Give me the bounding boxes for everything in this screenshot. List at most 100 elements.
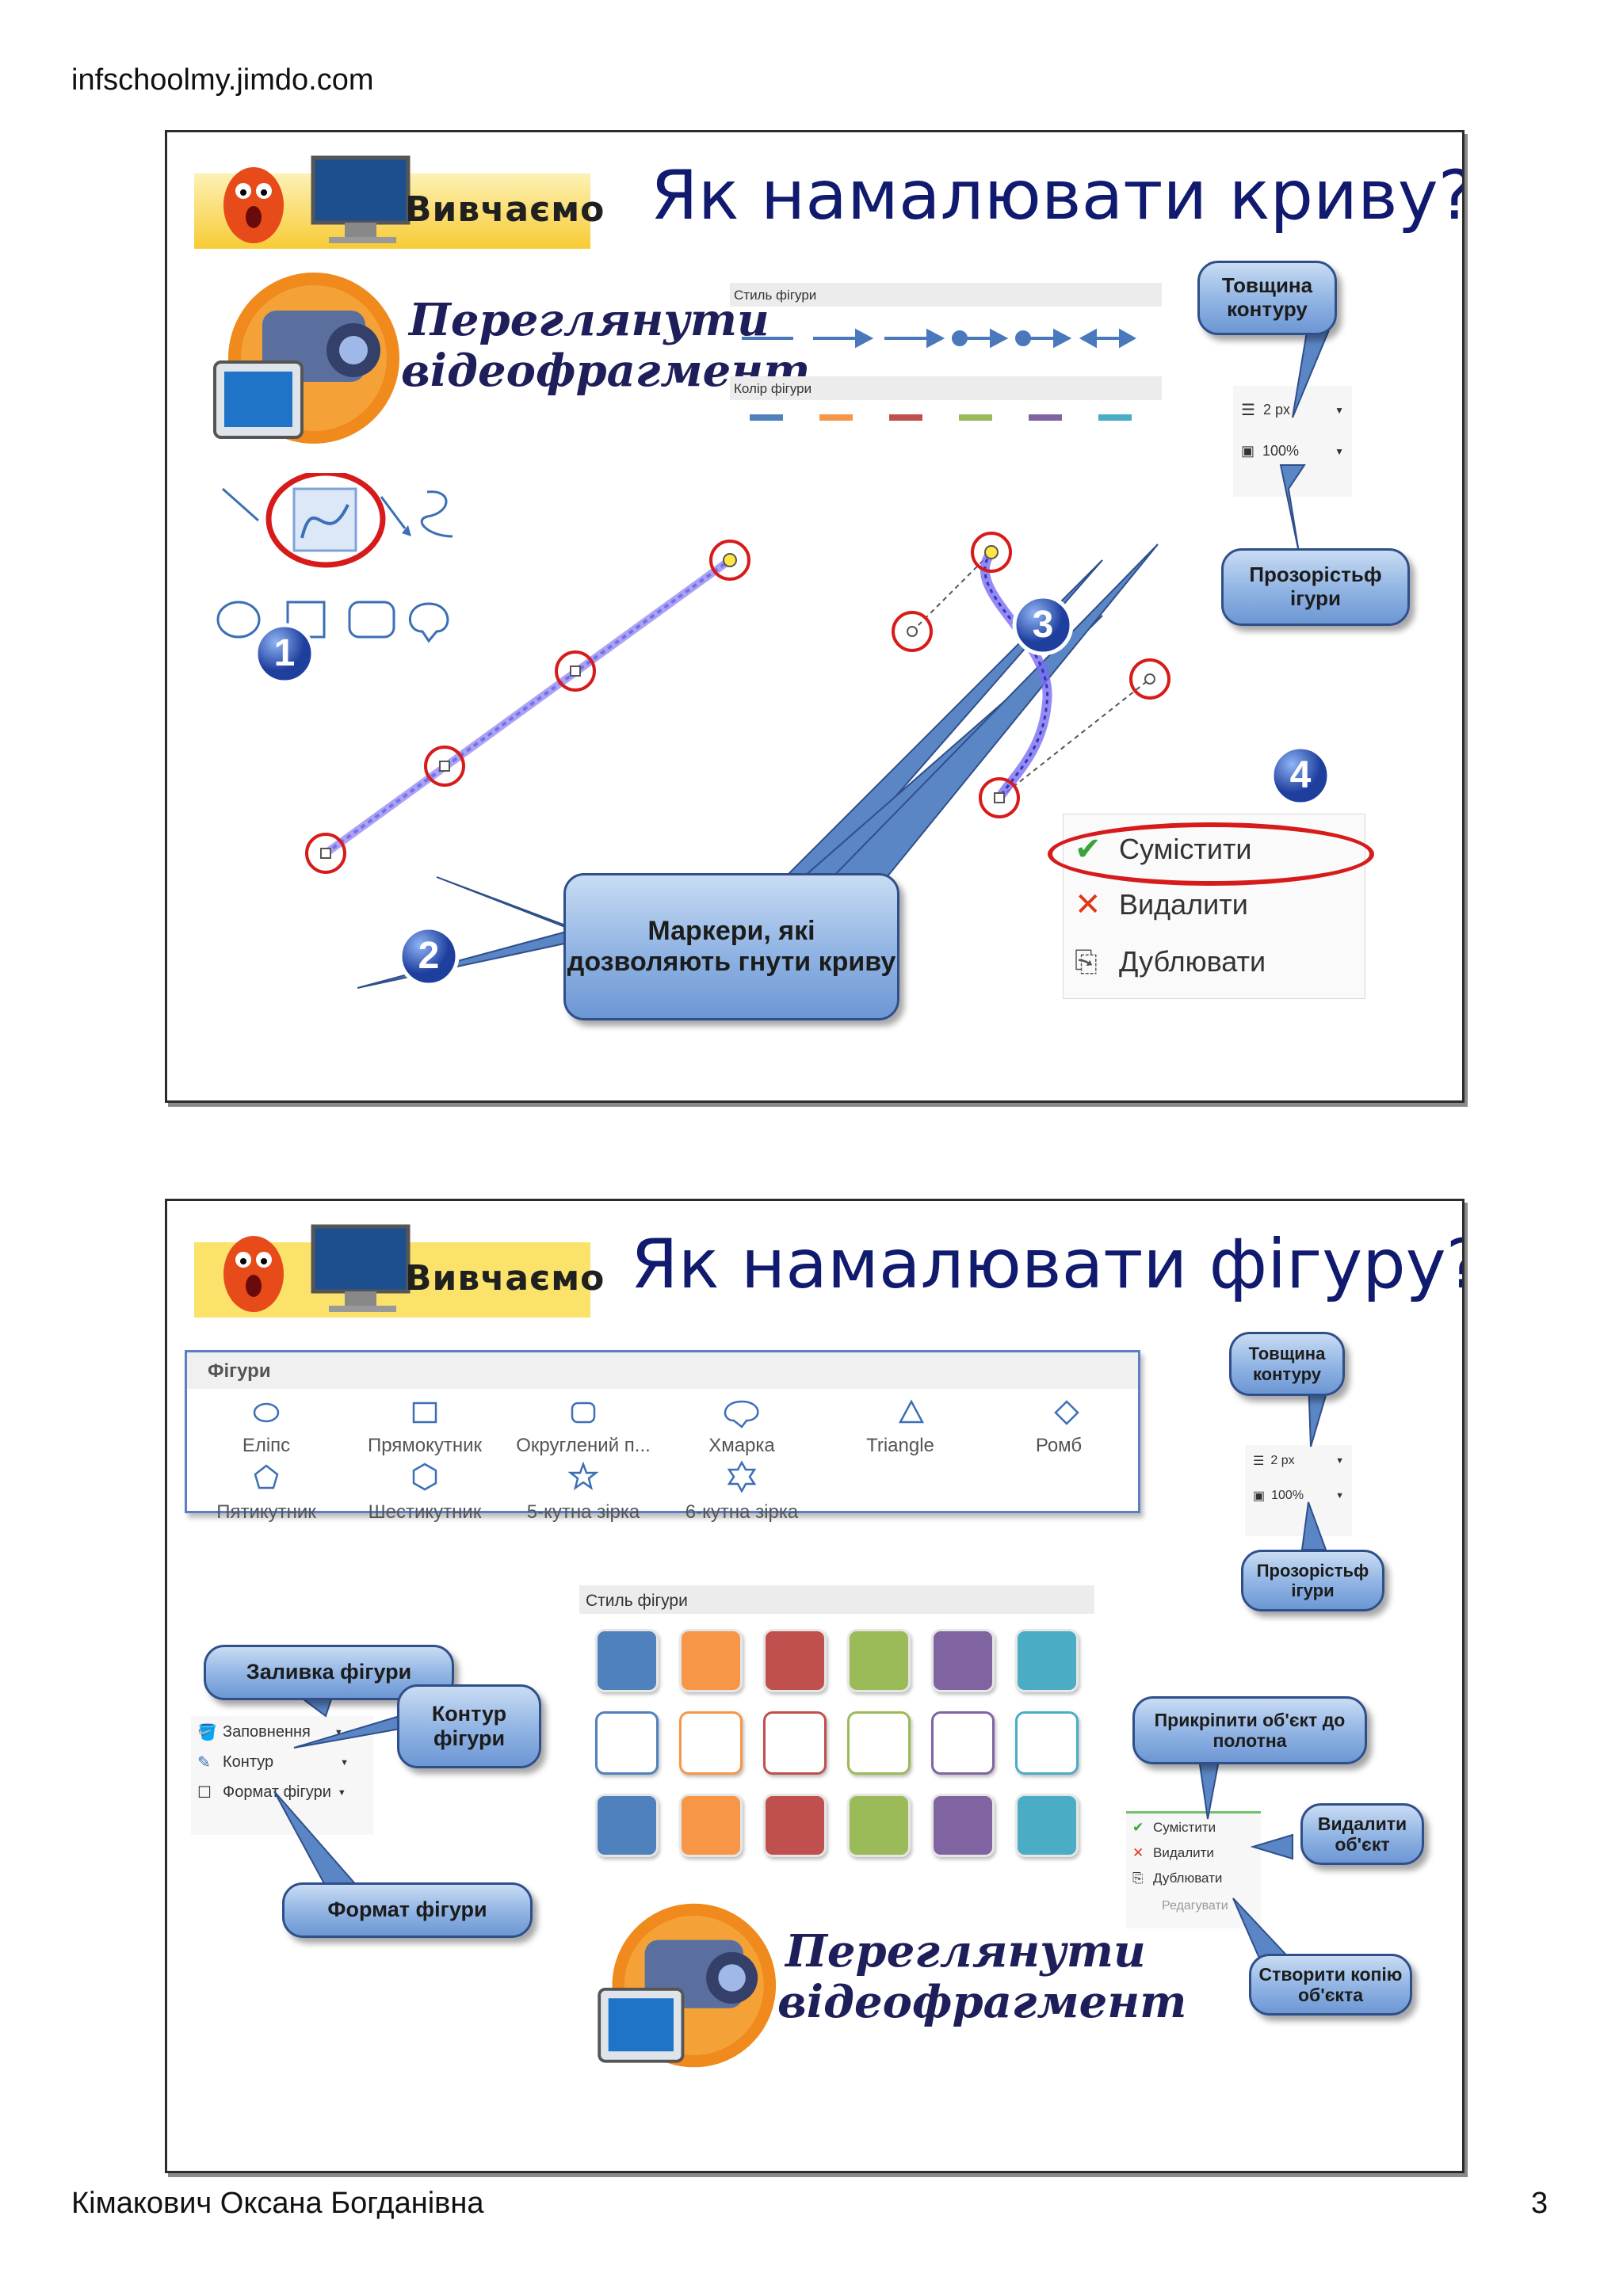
callout-attach: Прикріпити об'єкт до полотна [1132,1696,1367,1764]
style-swatch[interactable] [931,1711,995,1775]
check-icon: ✔ [1075,832,1102,867]
checkbox-icon: ☐ [197,1784,212,1802]
menu-combine-label: Сумістити [1119,833,1252,865]
dropdown-arrow-icon: ▼ [1335,404,1344,416]
style-swatch[interactable] [595,1711,659,1775]
duplicate-icon: ⎘ [1075,944,1098,978]
style-swatch[interactable] [931,1794,995,1857]
video-link[interactable]: Переглянути відеофрагмент [777,1926,1186,2028]
style-swatch[interactable] [763,1794,827,1857]
dropdown-arrow-icon: ▼ [1335,1456,1344,1466]
style-swatch[interactable] [763,1711,827,1775]
curve-tool-snippet[interactable] [215,473,484,655]
style-swatch[interactable] [595,1794,659,1857]
color-swatch[interactable] [750,414,783,421]
transparency-value: 100% [1271,1489,1304,1502]
style-swatch[interactable] [1015,1629,1079,1692]
page-number: 3 [1531,2187,1549,2220]
video-camera-icon[interactable] [207,267,413,449]
step-2: 2 [418,935,440,977]
thickness-control[interactable]: ☰ 2 px ▼ [1241,400,1344,420]
video-line-1: Переглянути [785,1925,1146,1978]
style-swatch[interactable] [847,1629,911,1692]
line-color-swatches[interactable] [734,411,1162,427]
style-swatches[interactable] [595,1629,1102,1875]
color-swatch[interactable] [1098,414,1132,421]
check-icon: ✔ [1132,1820,1144,1835]
shape-hexagon[interactable]: Шестикутник [368,1501,482,1523]
callout-copy: Створити копію об'єкта [1249,1954,1412,2016]
thickness-value: 2 px [1262,402,1290,418]
color-swatch[interactable] [819,414,853,421]
callout-transparency: Прозорістьф ігури [1221,548,1410,626]
site-url: infschoolmy.jimdo.com [71,63,374,97]
menu-delete[interactable]: ✕ Видалити [1075,887,1248,922]
transparency-control[interactable]: ▣ 100% ▼ [1253,1488,1344,1504]
step-3: 3 [1032,604,1054,646]
menu-format[interactable]: ☐ Формат фігури ▼ [197,1783,346,1802]
edit-group-label: Редагувати [1162,1899,1228,1913]
step-4: 4 [1289,754,1312,796]
style-swatch[interactable] [679,1794,743,1857]
format-menu: 🪣 Заповнення ▼ ✎ Контур ▼ ☐ Формат фігур… [191,1716,373,1835]
transparency-control[interactable]: ▣ 100% ▼ [1241,443,1344,460]
style-swatch[interactable] [679,1711,743,1775]
banner-label: Вивчаємо [405,189,605,230]
callout-thickness: Товщина контуру [1197,261,1337,335]
shape-cloud[interactable]: Хмарка [708,1435,775,1456]
color-swatch[interactable] [1029,414,1062,421]
menu-combine[interactable]: ✔ Сумістити [1075,832,1252,867]
callout-transparency: Прозорістьф ігури [1241,1550,1384,1611]
callout-pointers [273,1379,1332,1962]
step-1: 1 [273,632,296,674]
menu-combine[interactable]: ✔ Сумістити [1132,1820,1216,1836]
dropdown-arrow-icon: ▼ [1335,1491,1344,1501]
shape-rectangle[interactable]: Прямокутник [367,1435,483,1456]
style-swatch[interactable] [1015,1794,1079,1857]
menu-duplicate-label: Дублювати [1119,945,1266,978]
style-swatch[interactable] [679,1629,743,1692]
callout-format: Формат фігури [282,1882,533,1938]
shape-star-6[interactable]: 6-кутна зірка [685,1501,799,1523]
shape-triangle[interactable]: Triangle [866,1435,934,1456]
step-badges [254,594,1331,987]
dropdown-arrow-icon: ▼ [337,1787,346,1798]
menu-fill[interactable]: 🪣 Заповнення ▼ [197,1722,343,1742]
line-with-markers[interactable] [262,528,817,909]
style-swatch[interactable] [595,1629,659,1692]
style-swatch[interactable] [763,1629,827,1692]
author-name: Кімакович Оксана Богданівна [71,2187,484,2220]
shape-rounded-rect[interactable]: Округлений п... [516,1435,651,1456]
thickness-control[interactable]: ☰ 2 px ▼ [1253,1453,1344,1469]
style-swatch[interactable] [931,1629,995,1692]
shape-rhombus[interactable]: Ромб [1035,1435,1083,1456]
video-camera-icon[interactable] [591,1898,789,2073]
slide-shape: Вивчаємо Як намалювати фігуру? Фігури Ел… [165,1199,1465,2173]
callout-outline: Контур фігури [397,1684,541,1768]
style-swatch[interactable] [847,1794,911,1857]
dropdown-arrow-icon: ▼ [340,1757,349,1768]
shape-star-5[interactable]: 5-кутна зірка [526,1501,640,1523]
slide-title: Як намалювати фігуру? [631,1225,1465,1304]
color-swatch[interactable] [959,414,992,421]
color-panel-header [730,376,1162,400]
color-swatch[interactable] [889,414,922,421]
menu-duplicate[interactable]: ⎘ Дублювати [1075,944,1266,979]
menu-outline[interactable]: ✎ Контур ▼ [197,1753,349,1772]
color-panel-label: Колір фігури [734,381,812,396]
banner-label: Вивчаємо [405,1258,605,1299]
shape-ellipse[interactable]: Еліпс [242,1435,291,1456]
menu-delete[interactable]: ✕ Видалити [1132,1845,1214,1861]
menu-duplicate[interactable]: ⎘ Дублювати [1132,1871,1222,1886]
menu-delete-label: Видалити [1119,888,1248,921]
style-swatch[interactable] [1015,1711,1079,1775]
shape-pentagon[interactable]: Пятикутник [216,1501,316,1523]
shapes-header [187,1352,1138,1389]
duplicate-icon: ⎘ [1132,1871,1144,1886]
delete-icon: ✕ [1132,1845,1144,1860]
style-swatch[interactable] [847,1711,911,1775]
bezier-curve[interactable] [817,505,1324,869]
video-link[interactable]: Переглянути відеофрагмент [401,295,810,397]
menu-combine-label: Сумістити [1153,1820,1216,1835]
line-style-arrows[interactable] [734,318,1162,358]
